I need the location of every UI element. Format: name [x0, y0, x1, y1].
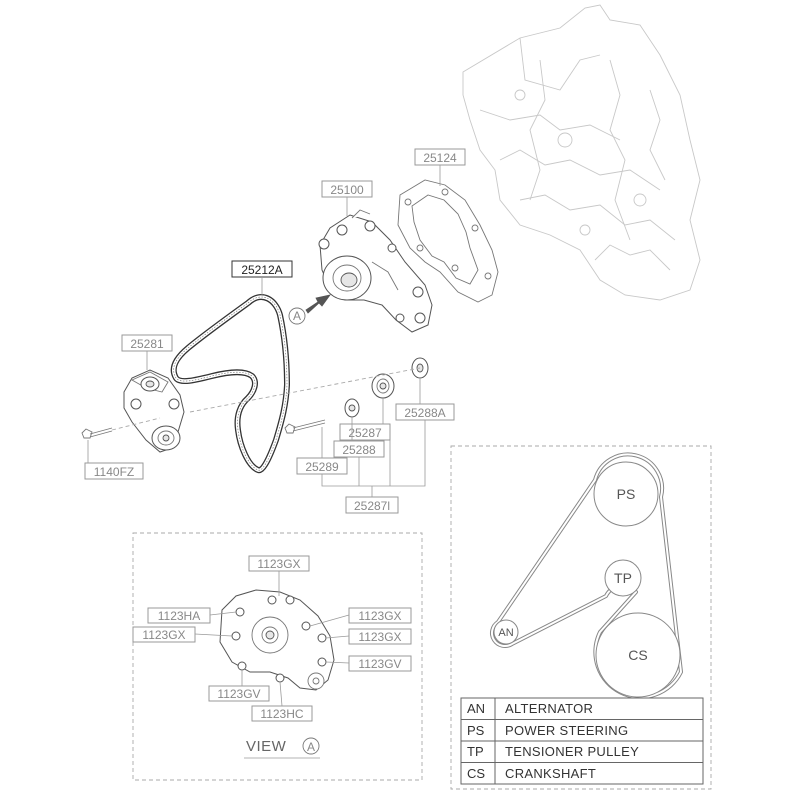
- legend-desc-an: ALTERNATOR: [505, 701, 593, 716]
- legend-desc-tp: TENSIONER PULLEY: [505, 744, 639, 759]
- callout-1140fz: 1140FZ: [94, 465, 134, 479]
- callout-25212a: 25212A: [241, 263, 282, 277]
- view-a-callout-top: 1123GX: [257, 557, 300, 571]
- pulley-tp-label: TP: [614, 570, 632, 586]
- legend-code-cs: CS: [467, 766, 485, 781]
- callout-box-1140fz: [84, 462, 144, 480]
- bolt-hole: [317, 657, 327, 667]
- bolt-hole: [267, 595, 277, 605]
- water-pump-gasket: [397, 179, 499, 303]
- view-a-callout-bottom-left: 1123GV: [217, 687, 260, 701]
- legend-desc-cs: CRANKSHAFT: [505, 766, 596, 781]
- bolt-hole: [237, 661, 247, 671]
- view-a-callout-right-mid: 1123GX: [358, 630, 401, 644]
- bolt-hole: [301, 621, 311, 631]
- pulley-cs: CS: [595, 612, 681, 698]
- pulley-cs-label: CS: [628, 647, 647, 663]
- belt-tensioner: [123, 369, 185, 453]
- view-a-detail: 1123GX 1123HA 1123GX 1123GX 1123GX 1123G…: [132, 532, 423, 781]
- pulley-an: AN: [493, 619, 519, 645]
- callout-25124: 25124: [423, 151, 457, 165]
- view-a-callout-left-lower: 1123GX: [142, 628, 185, 642]
- view-a-callout-right-lower: 1123GV: [358, 657, 401, 671]
- view-a-ref: A: [307, 740, 315, 754]
- view-a-title: VIEW: [246, 738, 287, 755]
- bolt-1140fz: [81, 417, 161, 439]
- bolt-hole: [317, 633, 327, 643]
- legend-code-an: AN: [467, 701, 485, 716]
- callout-25289: 25289: [305, 460, 339, 474]
- bolt-hole: [275, 673, 285, 683]
- idler-pulley: [371, 373, 395, 399]
- bolt-hole: [285, 595, 295, 605]
- callout-box-25287: [339, 423, 391, 441]
- belt-routing-diagram: PS TP CS AN AN ALTERNATOR PS POWER STEER…: [450, 445, 712, 790]
- pulley-cover: [344, 398, 360, 418]
- pulley-bolt: [284, 419, 326, 434]
- pulley-an-label: AN: [498, 627, 513, 639]
- legend-desc-ps: POWER STEERING: [505, 723, 628, 738]
- view-a-callout-right-upper: 1123GX: [358, 609, 401, 623]
- view-a-arrow: A: [288, 294, 331, 325]
- engine-block-outline: [462, 4, 701, 301]
- legend-code-ps: PS: [467, 723, 485, 738]
- callout-25100: 25100: [330, 183, 364, 197]
- arrow-ref-label: A: [293, 309, 301, 323]
- legend-code-tp: TP: [467, 744, 484, 759]
- pulley-legend-table: AN ALTERNATOR PS POWER STEERING TP TENSI…: [460, 697, 704, 785]
- callout-25288a: 25288A: [404, 406, 445, 420]
- pulley-tp: TP: [604, 559, 642, 597]
- bolt-hole: [231, 631, 241, 641]
- drive-belt: [170, 294, 290, 474]
- callout-25288: 25288: [342, 443, 376, 457]
- view-a-callout-left-upper: 1123HA: [158, 609, 200, 623]
- pulley-ps: PS: [593, 461, 659, 527]
- pulley-ps-label: PS: [617, 486, 636, 502]
- callouts: 25124 25100 25212A 25281 1140FZ 25288A 2…: [84, 148, 466, 514]
- callout-25281: 25281: [130, 337, 164, 351]
- bolt-hole: [235, 607, 245, 617]
- water-pump: [318, 209, 433, 333]
- callout-25287: 25287: [348, 426, 382, 440]
- view-a-callout-bottom-right: 1123HC: [260, 707, 303, 721]
- callout-25287l: 25287l: [354, 499, 390, 513]
